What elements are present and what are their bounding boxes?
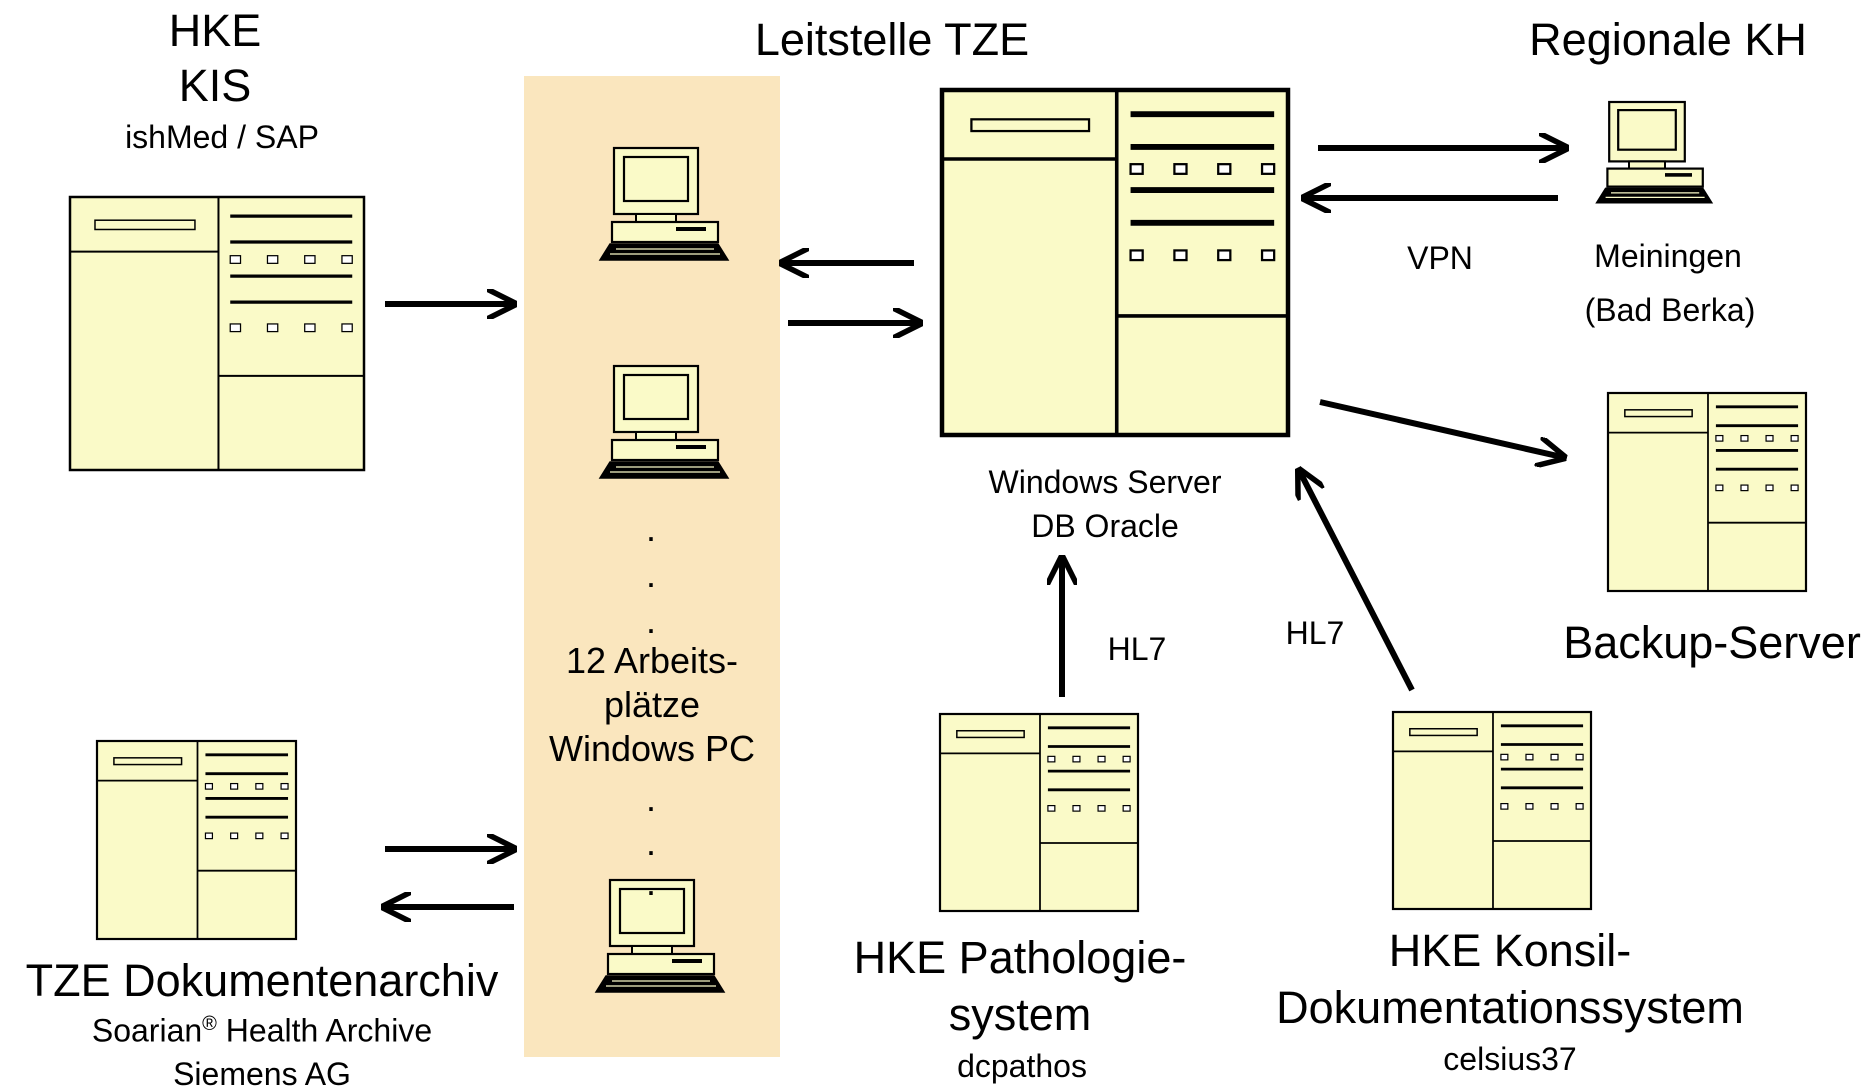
- regional-pc: [1595, 100, 1714, 204]
- server-os-label: Windows Server: [988, 464, 1222, 500]
- backup-title: Backup-Server: [1563, 617, 1861, 668]
- workstation-pc-1: [598, 146, 730, 261]
- pathologie-protocol: HL7: [1107, 631, 1167, 667]
- archive-server: [95, 739, 298, 941]
- workstation-pc-3: [594, 878, 726, 993]
- regional-site-2: (Bad Berka): [1584, 292, 1756, 328]
- pathologie-subtitle: dcpathos: [957, 1048, 1087, 1084]
- kis-subtitle: ishMed / SAP: [125, 119, 319, 155]
- archiv-subtitle-line2: Siemens AG: [173, 1056, 351, 1092]
- ellipsis-dot: .: [645, 508, 657, 549]
- pathologie-title-line1: HKE Pathologie-: [853, 932, 1187, 983]
- pathologie-title-line2: system: [948, 989, 1092, 1040]
- tze-server: [939, 87, 1291, 438]
- kis-title-line1: HKE: [168, 5, 262, 56]
- arrow-server-to-backup: [1319, 399, 1562, 457]
- ellipsis-dot: .: [645, 822, 657, 863]
- konsil-subtitle: celsius37: [1443, 1041, 1577, 1077]
- ellipsis-dot: .: [645, 554, 657, 595]
- leitstelle-title: Leitstelle TZE: [754, 14, 1030, 65]
- ellipsis-dot: .: [645, 600, 657, 641]
- kis-title-line2: KIS: [178, 60, 252, 111]
- konsil-server: [1391, 710, 1593, 911]
- ellipsis-dot: .: [645, 862, 657, 903]
- archiv-title: TZE Dokumentenarchiv: [25, 955, 499, 1006]
- konsil-protocol: HL7: [1285, 615, 1345, 651]
- archiv-subtitle-line1: Soarian® Health Archive: [91, 1012, 433, 1049]
- regional-site-1: Meiningen: [1594, 238, 1742, 274]
- backup-server: [1606, 391, 1808, 593]
- workstation-pc-2: [598, 364, 730, 479]
- arrow-konsil-to-server: [1300, 472, 1415, 692]
- konsil-title-line1: HKE Konsil-: [1388, 925, 1632, 976]
- regionale-title: Regionale KH: [1529, 14, 1807, 65]
- pathologie-server: [938, 712, 1140, 913]
- server-db-label: DB Oracle: [1031, 508, 1179, 544]
- vpn-label: VPN: [1407, 240, 1473, 276]
- ellipsis-dot: .: [645, 778, 657, 819]
- konsil-title-line2: Dokumentationssystem: [1276, 982, 1744, 1033]
- workstations-label-line2: plätze: [603, 684, 701, 725]
- workstations-label-line1: 12 Arbeits-: [565, 640, 739, 681]
- workstations-label-line3: Windows PC: [548, 728, 756, 769]
- kis-server: [68, 195, 366, 472]
